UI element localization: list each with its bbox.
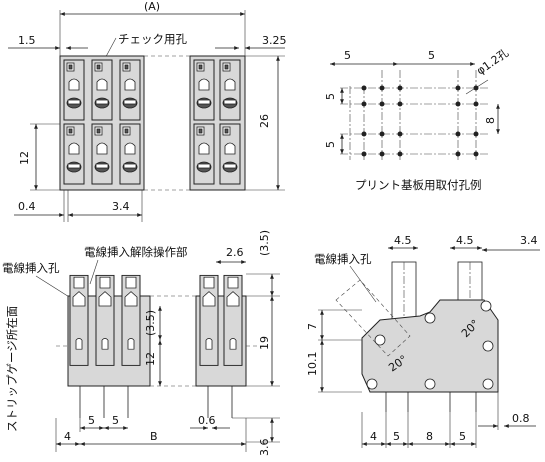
pcb-dim-left-upper: 5 (324, 93, 337, 100)
dim-row: 12 (18, 151, 31, 165)
pcb-layout: 5 5 φ1.2孔 5 5 (324, 46, 511, 192)
side-dim-7: 7 (306, 323, 319, 330)
dim-35-mid: (3.5) (144, 310, 157, 336)
pcb-dim-top-right: 5 (428, 49, 435, 62)
dim-right: 3.25 (262, 34, 287, 47)
dim-pin-b: 5 (112, 414, 119, 427)
side-view: 電線挿入孔 4.5 4.5 3.4 20° 20° (306, 234, 540, 448)
side-dim-45-right: 4.5 (456, 234, 474, 247)
side-ghost-wire (335, 279, 411, 357)
pcb-holes (361, 85, 479, 157)
side-dim-bot-4: 4 (370, 430, 377, 443)
side-wire-hole-label: 電線挿入孔 (314, 252, 372, 266)
pcb-grid (340, 70, 490, 160)
dim-4: 4 (64, 430, 71, 443)
pcb-dim-hole: φ1.2孔 (474, 46, 511, 77)
side-dim-34: 3.4 (520, 234, 538, 247)
side-dim-bot-5a: 5 (393, 430, 400, 443)
dim-pin-a: 5 (88, 414, 95, 427)
dim-36: 3.6 (258, 439, 271, 457)
dim-a: (A) (144, 0, 160, 13)
dim-26: 2.6 (226, 246, 244, 259)
dim-19: 19 (258, 336, 271, 350)
front-pins (79, 386, 233, 418)
dim-pitch: 3.4 (112, 200, 130, 213)
side-dim-101: 10.1 (306, 352, 319, 377)
release-label: 電線挿入解除操作部 (84, 245, 188, 259)
side-dim-45-left: 4.5 (394, 234, 412, 247)
front-wire-hole-label: 電線挿入孔 (2, 261, 60, 275)
strip-label: ストリップゲージ所在面 (5, 306, 19, 432)
dim-35-top: (3.5) (258, 230, 271, 256)
pcb-dim-right: 8 (484, 117, 497, 124)
side-features (366, 300, 494, 390)
pcb-dim-left-lower: 5 (324, 141, 337, 148)
pcb-title: プリント基板用取付孔例 (355, 178, 482, 192)
front-view: 電線挿入孔 電線挿入解除操作部 ストリップゲージ所在面 2.6 (2, 230, 280, 456)
dim-06: 0.6 (198, 414, 216, 427)
dim-left: 1.5 (18, 34, 36, 47)
dim-offset: 0.4 (18, 200, 36, 213)
dim-height: 26 (258, 114, 271, 128)
check-hole-label: チェック用孔 (118, 32, 187, 46)
pcb-dim-top-left: 5 (344, 49, 351, 62)
side-dim-bot-5b: 5 (459, 430, 466, 443)
top-view: (A) 1.5 3.25 チェック用孔 26 12 (8, 0, 287, 222)
dim-b: B (150, 430, 158, 443)
side-dim-bot-8: 8 (426, 430, 433, 443)
dim-12: 12 (144, 352, 157, 366)
side-dim-08: 0.8 (512, 412, 530, 425)
side-pins (385, 392, 477, 412)
